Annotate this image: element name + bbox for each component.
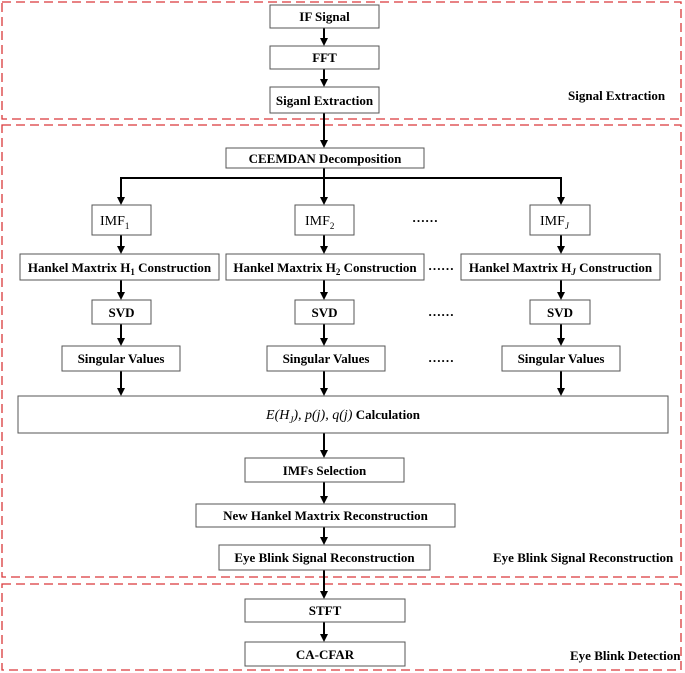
svg-text:SVD: SVD: [108, 305, 134, 320]
svg-text:New Hankel Maxtrix Reconstruc: New Hankel Maxtrix Reconstruction: [223, 508, 428, 523]
svg-text:Hankel Maxtrix H1 Constructi: Hankel Maxtrix H1 Construction: [28, 260, 212, 277]
dots-imf: ……: [412, 210, 438, 225]
node-imf-2: IMF2: [294, 204, 355, 236]
node-signal-extraction: Siganl Extraction: [269, 86, 380, 114]
dots-svd: ……: [428, 304, 454, 319]
node-imf-1: IMF1: [91, 204, 152, 236]
svg-text:Siganl Extraction: Siganl Extraction: [276, 93, 374, 108]
node-svd-1: SVD: [91, 299, 152, 325]
svg-text:IMF2: IMF2: [305, 214, 334, 231]
node-eye-blink-reconstruction: Eye Blink Signal Reconstruction: [218, 544, 431, 571]
svg-text:E(HJ), p(j), q(j) Calculation: E(HJ), p(j), q(j) Calculation: [265, 407, 421, 425]
node-hankel-j: Hankel Maxtrix HJ Construction: [460, 253, 661, 281]
node-svd-j: SVD: [529, 299, 591, 325]
svg-text:CA-CFAR: CA-CFAR: [296, 647, 355, 662]
svg-text:SVD: SVD: [547, 305, 573, 320]
node-singular-j: Singular Values: [501, 345, 621, 372]
node-hankel-1: Hankel Maxtrix H1 Construction: [19, 253, 220, 281]
node-hankel-2: Hankel Maxtrix H2 Construction: [225, 253, 425, 281]
svg-text:IMFs Selection: IMFs Selection: [283, 463, 367, 478]
svg-text:Hankel Maxtrix HJ Constructi: Hankel Maxtrix HJ Construction: [469, 260, 653, 277]
connectors: [117, 28, 565, 642]
node-imfs-selection: IMFs Selection: [244, 457, 405, 483]
dots-singular: ……: [428, 350, 454, 365]
region-label-signal-extraction: Signal Extraction: [568, 88, 666, 103]
node-stft: STFT: [244, 598, 406, 623]
region-signal-extraction: [1, 1, 682, 120]
node-singular-2: Singular Values: [266, 345, 386, 372]
svg-text:IMFJ: IMFJ: [540, 214, 570, 231]
region-label-detection: Eye Blink Detection: [570, 648, 681, 663]
svg-text:STFT: STFT: [309, 603, 342, 618]
svg-text:FFT: FFT: [312, 50, 337, 65]
dots-hankel: ……: [428, 258, 454, 273]
svg-text:SVD: SVD: [311, 305, 337, 320]
svg-text:Eye Blink Signal Reconstructio: Eye Blink Signal Reconstruction: [234, 550, 415, 565]
svg-text:Singular Values: Singular Values: [283, 351, 370, 366]
svg-text:IF Signal: IF Signal: [299, 9, 350, 24]
node-svd-2: SVD: [294, 299, 355, 325]
node-singular-1: Singular Values: [61, 345, 181, 372]
node-new-hankel: New Hankel Maxtrix Reconstruction: [195, 503, 456, 528]
node-ceemdan: CEEMDAN Decomposition: [225, 147, 425, 169]
region-detection: [1, 583, 682, 671]
region-label-reconstruction: Eye Blink Signal Reconstruction: [493, 550, 674, 565]
svg-text:CEEMDAN Decomposition: CEEMDAN Decomposition: [249, 151, 403, 166]
svg-text:Singular Values: Singular Values: [518, 351, 605, 366]
node-fft: FFT: [269, 45, 380, 70]
svg-text:Singular Values: Singular Values: [78, 351, 165, 366]
region-reconstruction: [1, 124, 682, 578]
node-ca-cfar: CA-CFAR: [244, 641, 406, 667]
svg-text:Hankel Maxtrix H2 Constructi: Hankel Maxtrix H2 Construction: [233, 260, 417, 277]
node-if-signal: IF Signal: [269, 4, 380, 29]
node-calculation: E(HJ), p(j), q(j) Calculation: [17, 395, 669, 434]
svg-text:IMF1: IMF1: [100, 214, 129, 231]
node-imf-j: IMFJ: [529, 204, 591, 236]
